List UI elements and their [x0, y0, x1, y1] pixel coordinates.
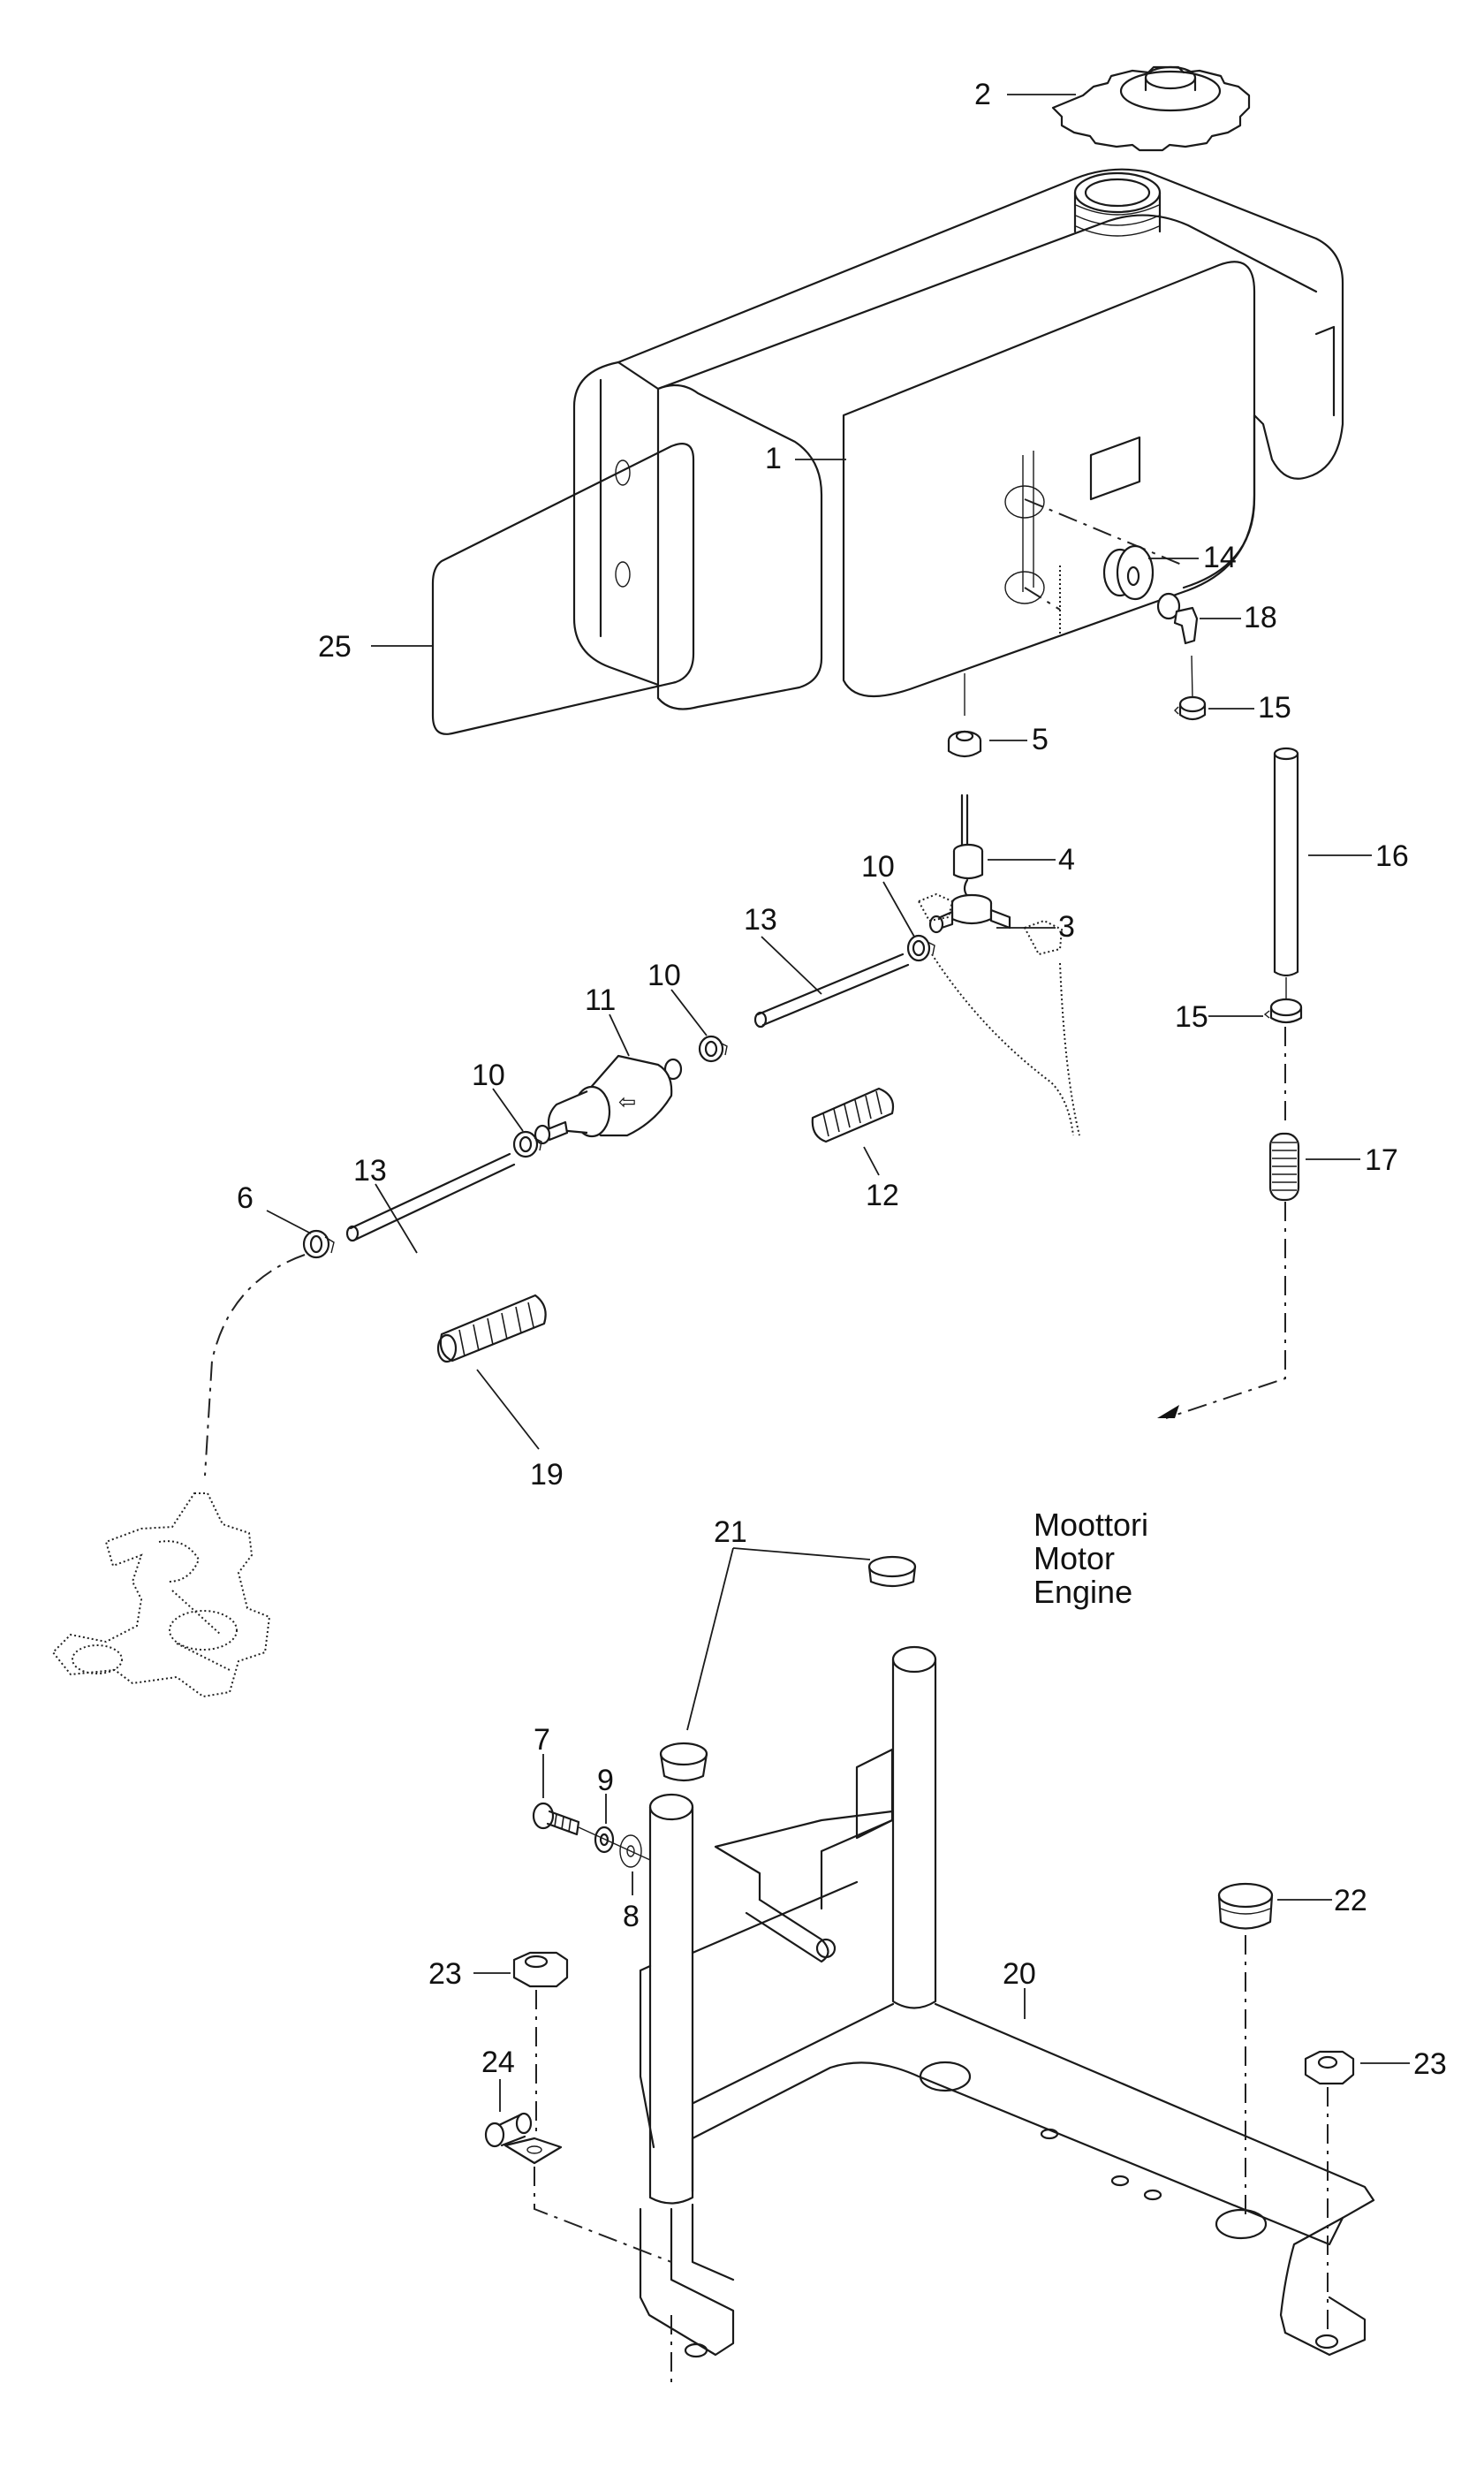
vent-hose-clamp-lower	[1263, 998, 1303, 1024]
flat-washer-8	[619, 1834, 642, 1868]
note-line-finnish: Moottori	[1034, 1507, 1148, 1543]
note-line-english: Engine	[1034, 1574, 1132, 1610]
assembly-line-valve-b	[1059, 962, 1080, 1136]
leader-19	[476, 1369, 540, 1450]
fuel-valve	[917, 878, 1064, 956]
callout-10-lower: 10	[472, 1059, 505, 1092]
leader-21b	[686, 1547, 734, 1731]
callout-13-lower: 13	[353, 1154, 387, 1188]
leader-10a	[882, 881, 915, 938]
callout-18: 18	[1244, 601, 1277, 634]
callout-6: 6	[237, 1181, 254, 1215]
hex-nut-23-right	[1304, 2050, 1355, 2085]
callout-10-middle: 10	[647, 959, 681, 992]
callout-23-left: 23	[428, 1957, 462, 1991]
valve-grommet	[952, 843, 984, 880]
assembly-line-tank	[1024, 587, 1061, 611]
spring-guard-12	[811, 1087, 895, 1143]
callout-4: 4	[1058, 843, 1075, 877]
fuel-cap	[1051, 65, 1251, 152]
callout-8: 8	[623, 1900, 640, 1933]
callout-13-upper: 13	[744, 903, 777, 937]
vent-hose-clamp-upper	[1174, 695, 1207, 721]
leader-11	[609, 1013, 630, 1057]
callout-17: 17	[1365, 1143, 1398, 1177]
assembly-line-carburetor	[204, 1254, 306, 1477]
vent-spring-guard	[1268, 1132, 1300, 1202]
note-line-swedish: Motor	[1034, 1540, 1115, 1576]
leader-10b	[670, 989, 708, 1036]
tank-frame	[639, 1645, 1375, 2358]
callout-15-lower: 15	[1175, 1000, 1208, 1034]
hose-clamp-10-valve	[906, 934, 935, 962]
fuel-hose-upper	[753, 953, 910, 1029]
callout-9: 9	[597, 1764, 614, 1797]
callout-12: 12	[866, 1179, 899, 1212]
callout-5: 5	[1032, 723, 1049, 756]
leader-13a	[761, 936, 822, 995]
engine-arrow-icon	[1157, 1405, 1179, 1418]
callout-22: 22	[1334, 1884, 1367, 1917]
engine-destination-note: Moottori Motor Engine	[1034, 1507, 1148, 1610]
leader-21a	[732, 1547, 871, 1560]
decal-label	[431, 443, 695, 735]
tube-caps	[659, 1555, 917, 1782]
vent-grommet	[1102, 544, 1155, 601]
assembly-line-clip-frame	[534, 2167, 672, 2386]
callout-20: 20	[1003, 1957, 1036, 1991]
callout-16: 16	[1375, 839, 1409, 873]
hose-clamp-10-lower	[512, 1130, 542, 1158]
leader-6	[266, 1210, 312, 1234]
hose-clip-24	[484, 2112, 563, 2165]
callout-25: 25	[318, 630, 352, 664]
callout-24: 24	[481, 2046, 515, 2079]
fuel-filter: ⇦	[534, 1054, 683, 1145]
callout-14: 14	[1203, 541, 1237, 574]
callout-19: 19	[530, 1458, 564, 1492]
hose-clamp-10-middle	[698, 1035, 728, 1063]
callout-3: 3	[1058, 910, 1075, 944]
callout-10-valve: 10	[861, 850, 895, 884]
callout-2: 2	[974, 78, 991, 111]
fuel-hose-lower	[345, 1152, 516, 1242]
callout-11: 11	[585, 983, 616, 1017]
elbow-fitting	[1156, 592, 1199, 645]
fuel-tank	[572, 168, 1344, 710]
hose-clamp-6	[302, 1229, 335, 1259]
callout-15-upper: 15	[1258, 691, 1291, 725]
vent-hose	[1273, 747, 1299, 977]
assembly-line-valve-a	[931, 953, 1074, 1136]
tank-bushing	[947, 730, 982, 758]
leader-10c	[492, 1088, 524, 1132]
bolt-7	[532, 1802, 580, 1836]
assembly-line-14	[1024, 498, 1185, 566]
flow-arrow-icon: ⇦	[618, 1090, 636, 1114]
callout-1: 1	[765, 442, 782, 475]
hose-guard-19	[436, 1294, 547, 1363]
callout-7: 7	[534, 1723, 550, 1757]
hex-nut-23-left	[512, 1951, 569, 1988]
leader-13b	[375, 1183, 418, 1254]
pickup-tube	[960, 793, 969, 848]
assembly-line-bolt	[578, 1826, 651, 1861]
assembly-line-engine	[1165, 1202, 1286, 1419]
leader-12	[863, 1146, 880, 1176]
carburetor-phantom	[51, 1492, 271, 1698]
callout-21: 21	[714, 1515, 747, 1549]
callout-23-right: 23	[1413, 2047, 1447, 2081]
rubber-mount-22	[1217, 1882, 1274, 1930]
